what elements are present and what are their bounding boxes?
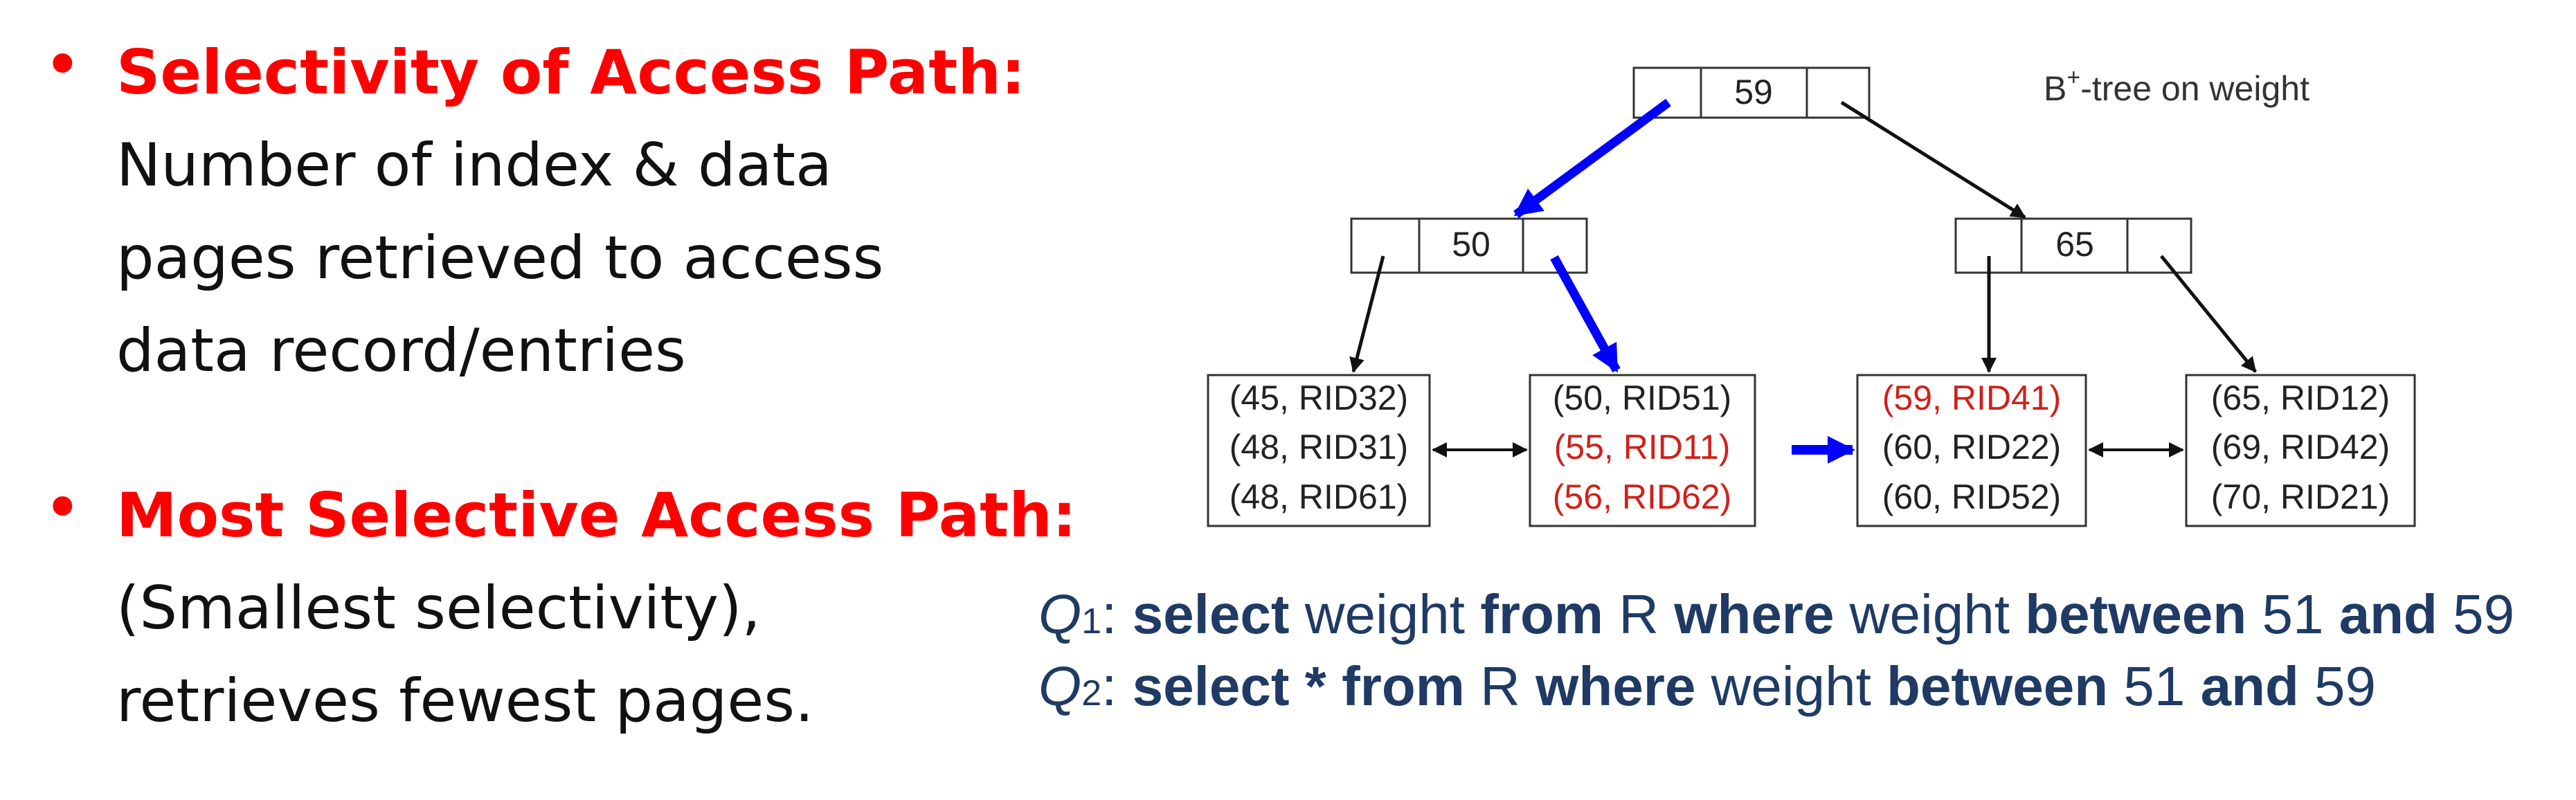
query-label: Q — [1038, 655, 1082, 717]
bullet-line: (Smallest selectivity), — [116, 574, 761, 643]
bullet-line: retrieves fewest pages. — [116, 666, 814, 736]
leaf-entry: (69, RID42) — [2211, 428, 2390, 466]
inner-node-right: 65 — [1954, 217, 2192, 274]
leaf-entry-match: (55, RID11) — [1554, 428, 1731, 466]
leaf-entry-match: (59, RID41) — [1882, 379, 2061, 417]
pointer-65-to-leaf4 — [2160, 255, 2257, 373]
query-q2: Q2: select * from R where weight between… — [1038, 655, 2377, 717]
query-subscript: 1 — [1081, 601, 1102, 642]
bullet-heading: Most Selective Access Path: — [116, 480, 1077, 551]
leaf-entry: (60, RID52) — [1882, 478, 2061, 516]
pointer-50-to-leaf1 — [1349, 255, 1385, 373]
query-subscript: 2 — [1081, 673, 1102, 713]
leaf-node-2: (50, RID51) (55, RID11) (56, RID62) — [1529, 374, 1756, 527]
leaf-entry: (60, RID22) — [1882, 428, 2061, 466]
bullet-heading: Selectivity of Access Path: — [116, 37, 1026, 108]
leaf-entry: (50, RID51) — [1553, 379, 1731, 417]
inner-key-50: 50 — [1452, 225, 1490, 264]
inner-node-left: 50 — [1350, 217, 1588, 274]
leaf-entry-match: (56, RID62) — [1553, 478, 1731, 516]
bplus-tree-diagram: B+-tree on weight 59 50 65 (45, RID32) (… — [1207, 64, 2416, 527]
tree-caption: B+-tree on weight — [2044, 64, 2309, 108]
search-path-root-to-50 — [1513, 98, 1671, 219]
leaf-entry: (45, RID32) — [1230, 379, 1408, 417]
pointer-root-to-65 — [1840, 100, 2026, 219]
leaf-node-3: (59, RID41) (60, RID22) (60, RID52) — [1856, 374, 2087, 527]
bullet-list: • Selectivity of Access Path: Number of … — [40, 26, 1077, 747]
leaf-node-4: (65, RID12) (69, RID42) (70, RID21) — [2185, 374, 2416, 527]
query-q1: Q1: select weight from R where weight be… — [1038, 583, 2515, 645]
root-key: 59 — [1734, 73, 1773, 111]
query-label: Q — [1038, 583, 1082, 645]
leaf-node-1: (45, RID32) (48, RID31) (48, RID61) — [1207, 374, 1431, 527]
leaf-entry: (48, RID61) — [1230, 478, 1408, 516]
leaf-entry: (48, RID31) — [1230, 428, 1408, 466]
bullet-dot: • — [43, 469, 82, 547]
root-node: 59 — [1632, 66, 1871, 119]
bullet-line: pages retrieved to access — [116, 224, 884, 293]
bullet-most-selective: • Most Selective Access Path: (Smallest … — [40, 469, 1077, 747]
bullet-line: Number of index & data — [116, 131, 832, 200]
bullet-line: data record/entries — [116, 316, 686, 385]
bullet-dot: • — [43, 26, 82, 104]
inner-key-65: 65 — [2055, 225, 2094, 264]
bullet-selectivity: • Selectivity of Access Path: Number of … — [40, 26, 1037, 397]
search-path-50-to-leaf2 — [1550, 255, 1621, 373]
leaf-entry: (70, RID21) — [2211, 478, 2390, 516]
leaf-entry: (65, RID12) — [2211, 379, 2390, 417]
